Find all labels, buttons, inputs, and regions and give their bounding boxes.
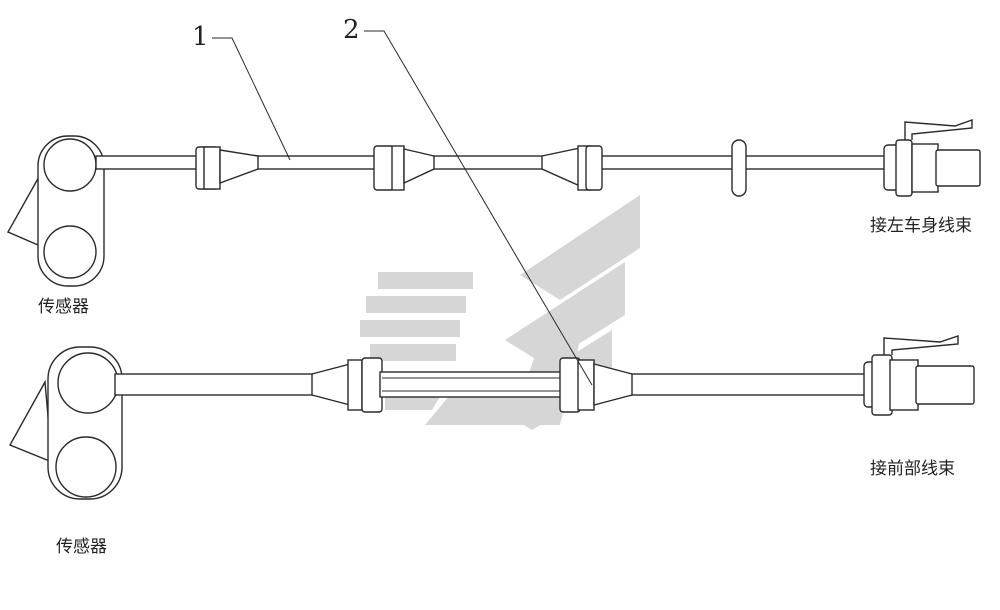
bottom-sensor bbox=[9, 346, 123, 500]
callout-1: 1 bbox=[192, 22, 291, 161]
bottom-harness: 传感器 接前部线束 bbox=[9, 335, 975, 557]
top-sensor-label: 传感器 bbox=[38, 297, 89, 317]
bottom-sensor-label: 传感器 bbox=[56, 537, 107, 557]
bottom-connector-label: 接前部线束 bbox=[870, 459, 955, 479]
callout-1-number: 1 bbox=[192, 22, 209, 52]
top-cable-clip bbox=[731, 139, 747, 197]
bottom-connector-head bbox=[863, 335, 975, 416]
top-connector-head bbox=[883, 119, 981, 197]
top-grommet-3 bbox=[541, 145, 603, 191]
top-sensor bbox=[7, 135, 105, 287]
top-harness: 传感器 接左车身线束 bbox=[7, 119, 981, 317]
callout-2: 2 bbox=[343, 15, 593, 386]
top-grommet-2 bbox=[373, 145, 435, 191]
callout-2-number: 2 bbox=[343, 15, 360, 45]
top-grommet-1 bbox=[195, 146, 259, 190]
top-connector-label: 接左车身线束 bbox=[870, 216, 972, 236]
bottom-inline-connector bbox=[311, 357, 633, 413]
